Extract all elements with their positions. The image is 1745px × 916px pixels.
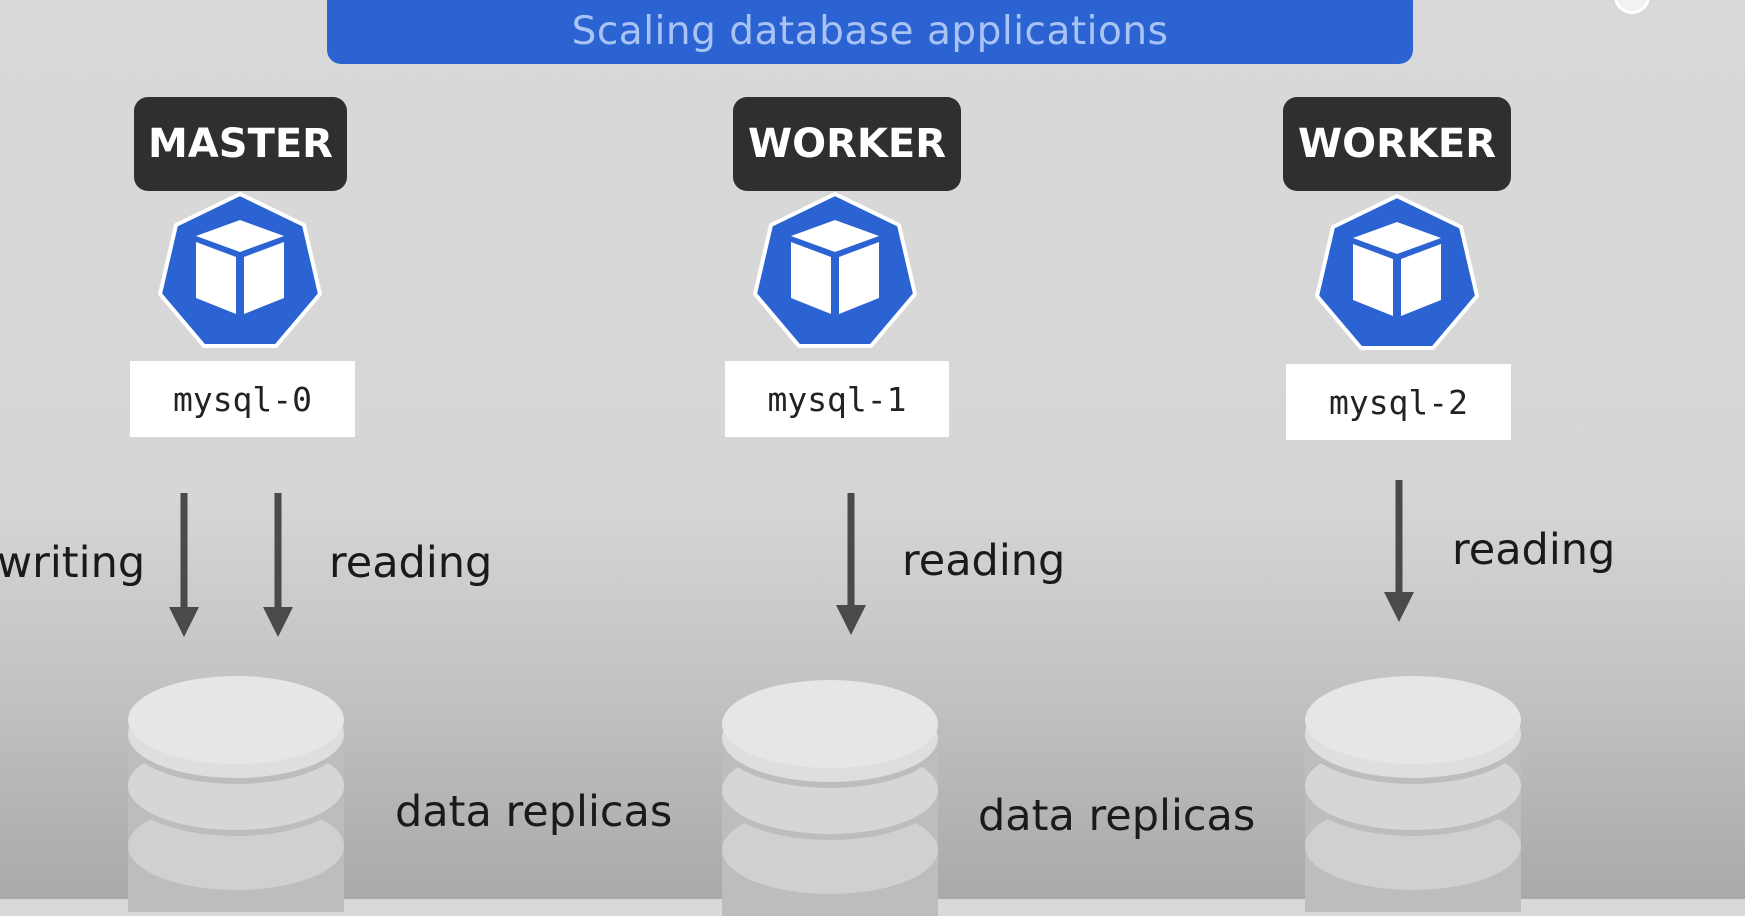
title-banner: Scaling database applications [327, 0, 1413, 64]
player-control-icon[interactable] [1614, 0, 1650, 14]
database-icon [1305, 676, 1521, 912]
pod-label-mysql-1: mysql-1 [725, 361, 949, 437]
worker-2-role-badge: WORKER [1283, 97, 1511, 191]
pod-label-mysql-0: mysql-0 [130, 361, 355, 437]
reading-label: reading [902, 536, 1066, 586]
kubernetes-pod-icon [1315, 194, 1479, 350]
data-replicas-label: data replicas [395, 787, 673, 837]
database-icon [128, 676, 344, 912]
kubernetes-pod-icon [753, 192, 917, 348]
data-replicas-label: data replicas [978, 791, 1256, 841]
pod-label-mysql-2: mysql-2 [1286, 364, 1511, 440]
read-arrow [263, 493, 293, 637]
overflow-icon[interactable]: ⋯ [1688, 0, 1702, 6]
master-role-badge: MASTER [134, 97, 347, 191]
reading-label: reading [1452, 525, 1616, 575]
kubernetes-pod-icon [158, 192, 322, 348]
read-arrow [836, 493, 866, 635]
worker-1-role-badge: WORKER [733, 97, 961, 191]
writing-label: writing [0, 538, 146, 588]
read-arrow [1384, 480, 1414, 622]
database-icon [722, 680, 938, 916]
diagram-title: Scaling database applications [571, 9, 1169, 54]
write-arrow [169, 493, 199, 637]
reading-label: reading [329, 538, 493, 588]
